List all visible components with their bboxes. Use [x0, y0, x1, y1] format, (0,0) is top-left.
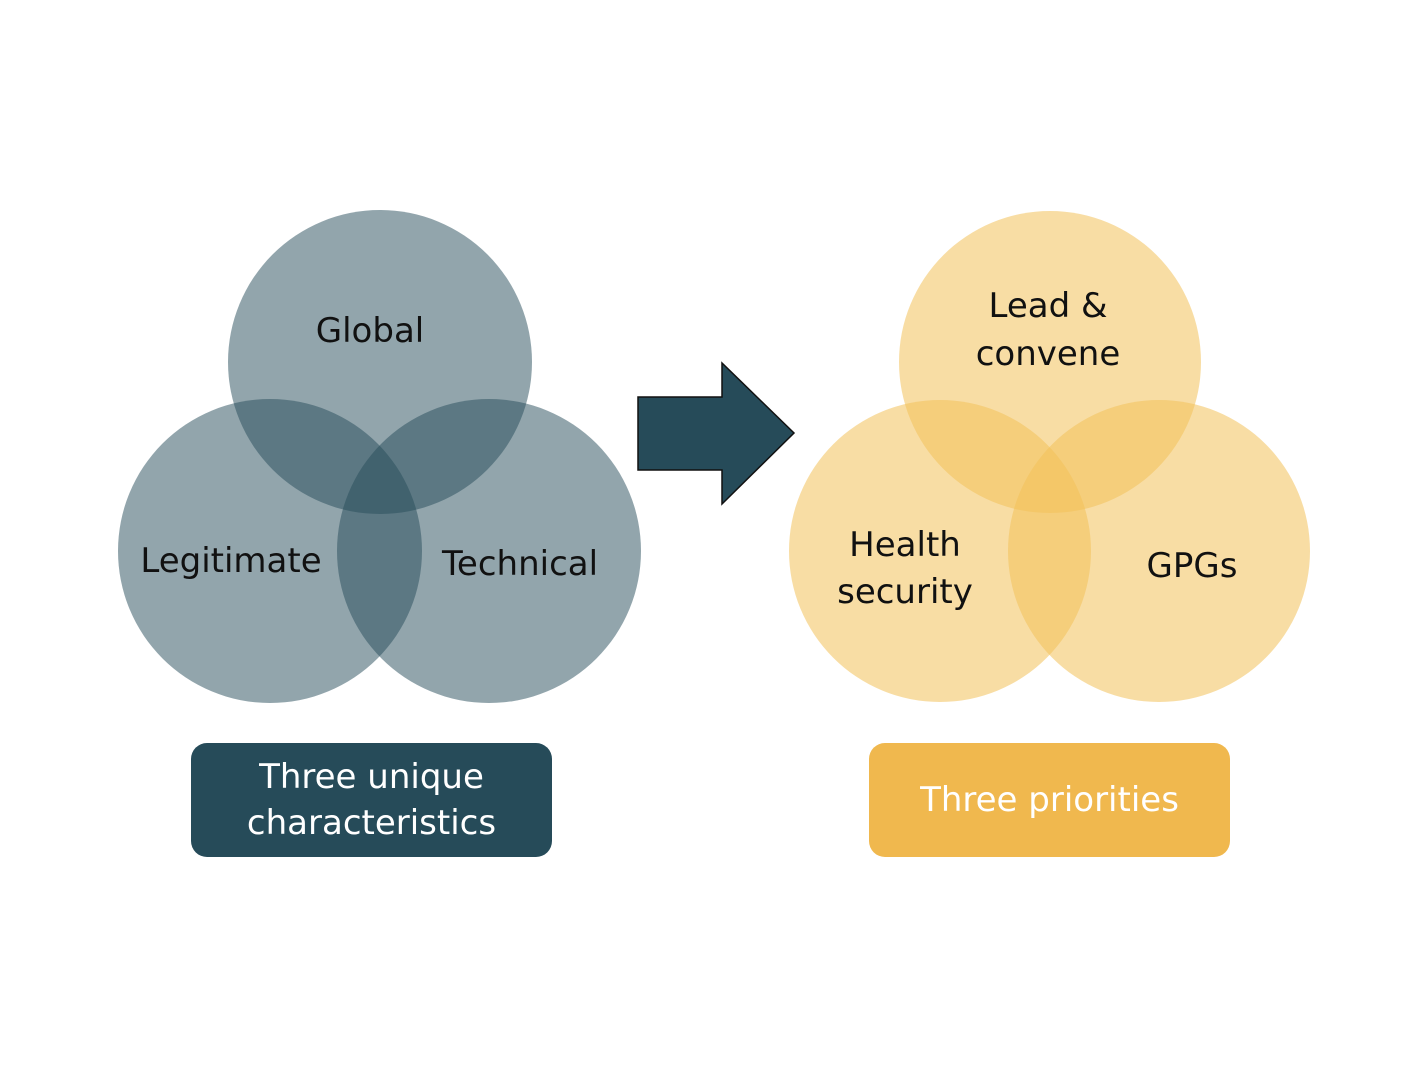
venn-label-legitimate: Legitimate: [140, 541, 321, 581]
venn-label-global: Global: [316, 311, 424, 351]
three-unique-characteristics-box: Three unique characteristics: [191, 743, 552, 857]
right-venn: Lead & convene Health security GPGs: [789, 211, 1310, 702]
right-arrow-icon: [637, 361, 796, 506]
venn-circle-legitimate: [118, 399, 422, 703]
venn-label-lead-convene-line2: convene: [976, 334, 1121, 374]
venn-label-gpgs: GPGs: [1147, 546, 1238, 586]
venn-circle-health-security: [789, 400, 1091, 702]
venn-circle-technical: [337, 399, 641, 703]
box-right-label: Three priorities: [920, 780, 1179, 820]
box-left-line1: Three unique: [259, 757, 484, 797]
box-left-line2: characteristics: [246, 803, 497, 843]
three-priorities-box: Three priorities: [869, 743, 1230, 857]
venn-circle-gpgs: [1008, 400, 1310, 702]
left-venn: Global Legitimate Technical: [118, 210, 641, 703]
venn-label-health-security-line1: Health: [849, 525, 961, 565]
venn-label-technical: Technical: [441, 544, 598, 584]
venn-label-health-security-line2: security: [837, 572, 973, 612]
venn-label-lead-convene-line1: Lead &: [989, 286, 1108, 326]
